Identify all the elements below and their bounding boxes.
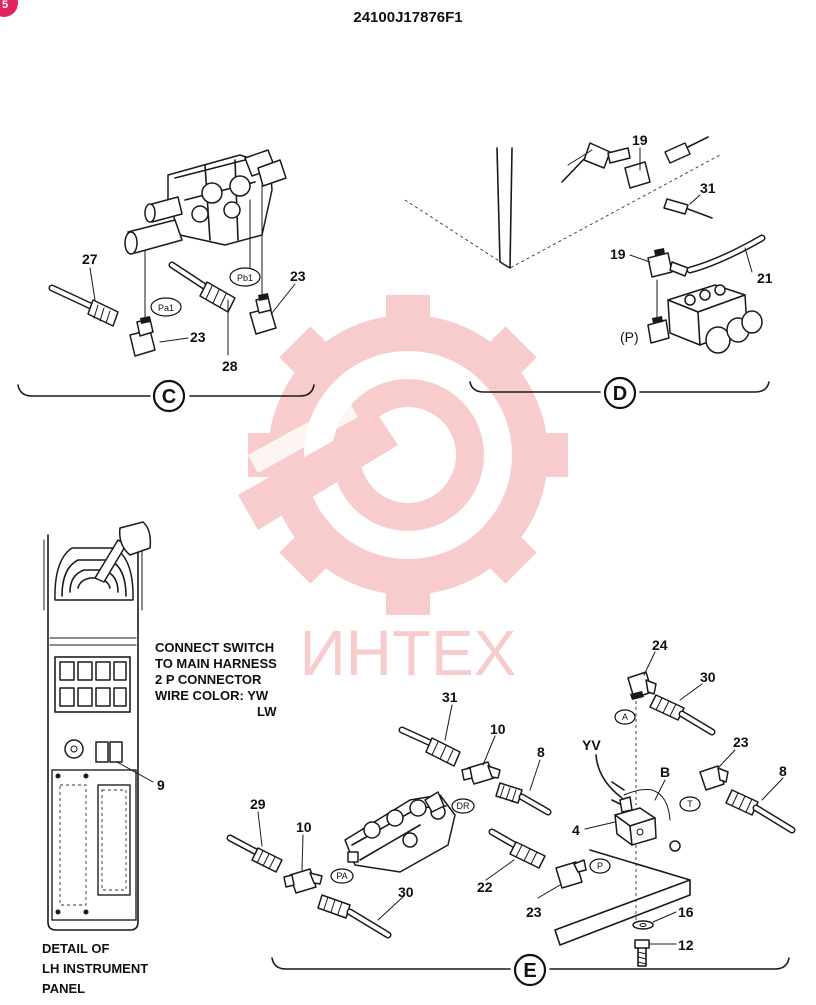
control-valve-e bbox=[344, 791, 456, 873]
panel-note-line-1: CONNECT SWITCH bbox=[155, 640, 274, 655]
part-number-10-lower: 10 bbox=[296, 819, 312, 835]
elbow-fitting-24 bbox=[627, 671, 657, 700]
hose-27 bbox=[48, 284, 119, 327]
panel-note-line-5: LW bbox=[257, 704, 277, 719]
svg-text:E: E bbox=[523, 960, 536, 982]
drawing-code: 24100J17876F1 bbox=[353, 9, 462, 26]
distribution-block-4 bbox=[614, 796, 681, 852]
hose-8-right bbox=[725, 789, 796, 834]
panel-caption-line-1: DETAIL OF bbox=[42, 941, 109, 956]
view-label-e: E bbox=[513, 953, 547, 987]
svg-text:PA: PA bbox=[336, 871, 347, 881]
hose-30-lower bbox=[317, 894, 392, 939]
view-label-c: C bbox=[152, 379, 186, 413]
fitting-19-lower bbox=[647, 234, 766, 278]
svg-text:T: T bbox=[687, 799, 693, 809]
part-number-31-d: 31 bbox=[700, 180, 716, 196]
panel-caption-line-2: LH INSTRUMENT bbox=[42, 961, 148, 976]
view-d: 19 31 19 21 (P) D bbox=[404, 132, 773, 410]
elbow-fitting-23-e-lower bbox=[555, 859, 587, 889]
corner-badge: 5 bbox=[0, 0, 18, 17]
connector-switch-9 bbox=[95, 741, 123, 763]
watermark-text: ИНТЕХ bbox=[300, 617, 517, 689]
part-number-4: 4 bbox=[572, 822, 580, 838]
view-label-d: D bbox=[603, 376, 637, 410]
hose-29 bbox=[226, 834, 283, 873]
port-label-p: (P) bbox=[620, 329, 639, 345]
corner-badge-text: 5 bbox=[2, 0, 8, 11]
wire-label-yv: YV bbox=[582, 737, 601, 753]
part-number-27: 27 bbox=[82, 251, 98, 267]
valve-block-d bbox=[647, 279, 763, 354]
lh-instrument-panel: 9 CONNECT SWITCH TO MAIN HARNESS 2 P CON… bbox=[42, 521, 277, 996]
part-number-24: 24 bbox=[652, 637, 668, 653]
svg-text:C: C bbox=[162, 386, 176, 408]
indicator-switch-grid bbox=[54, 656, 131, 713]
bolt-12 bbox=[634, 939, 650, 967]
part-number-19-upper: 19 bbox=[632, 132, 648, 148]
elbow-fitting-23-lower bbox=[129, 316, 156, 357]
wire-label-b: B bbox=[660, 764, 670, 780]
hose-31 bbox=[398, 726, 461, 767]
part-number-21: 21 bbox=[757, 270, 773, 286]
elbow-fitting-23-upper bbox=[249, 293, 277, 335]
part-number-28: 28 bbox=[222, 358, 238, 374]
part-number-23-e-lower: 23 bbox=[526, 904, 542, 920]
elbow-fitting-23-e-upper bbox=[699, 765, 729, 791]
part-number-30-lower: 30 bbox=[398, 884, 414, 900]
port-tag-a: A bbox=[614, 709, 636, 725]
part-number-8-right: 8 bbox=[779, 763, 787, 779]
port-tag-pa1: Pa1 bbox=[150, 297, 182, 317]
port-tag-pa: PA bbox=[330, 868, 354, 884]
part-number-19-lower: 19 bbox=[610, 246, 626, 262]
part-number-9: 9 bbox=[157, 777, 165, 793]
tee-fitting-10-lower bbox=[283, 868, 323, 894]
panel-note-line-2: TO MAIN HARNESS bbox=[155, 656, 277, 671]
part-number-23-upper: 23 bbox=[290, 268, 306, 284]
port-tag-dr: DR bbox=[451, 798, 475, 814]
part-number-16: 16 bbox=[678, 904, 694, 920]
port-tag-t: T bbox=[679, 796, 701, 812]
svg-text:P: P bbox=[597, 861, 603, 871]
part-number-10-upper: 10 bbox=[490, 721, 506, 737]
view-c: Pa1 Pb1 27 23 28 23 C bbox=[17, 149, 315, 413]
port-tag-pb1: Pb1 bbox=[229, 267, 261, 287]
svg-text:Pb1: Pb1 bbox=[237, 273, 253, 283]
panel-caption-line-3: PANEL bbox=[42, 981, 85, 996]
svg-text:A: A bbox=[622, 712, 628, 722]
washer-16 bbox=[632, 920, 654, 930]
part-number-22: 22 bbox=[477, 879, 493, 895]
part-number-29: 29 bbox=[250, 796, 266, 812]
part-number-12: 12 bbox=[678, 937, 694, 953]
port-tag-p: P bbox=[589, 858, 611, 874]
hose-30-upper bbox=[649, 694, 716, 736]
part-number-8-left: 8 bbox=[537, 744, 545, 760]
part-number-23-e-upper: 23 bbox=[733, 734, 749, 750]
panel-note-line-3: 2 P CONNECTOR bbox=[155, 672, 262, 687]
svg-text:DR: DR bbox=[457, 801, 470, 811]
fitting-assembly-d-upper bbox=[561, 136, 713, 219]
svg-text:D: D bbox=[613, 383, 627, 405]
view-e: DR PA bbox=[226, 637, 796, 987]
control-valve-c bbox=[124, 149, 287, 321]
part-number-23-lower: 23 bbox=[190, 329, 206, 345]
svg-text:Pa1: Pa1 bbox=[158, 303, 174, 313]
hose-22 bbox=[488, 828, 546, 869]
part-number-31-e: 31 bbox=[442, 689, 458, 705]
hose-8-left bbox=[495, 782, 552, 816]
hose-28 bbox=[168, 261, 236, 313]
key-switch bbox=[64, 739, 84, 759]
panel-note-line-4: WIRE COLOR: YW bbox=[155, 688, 269, 703]
part-number-30-upper: 30 bbox=[700, 669, 716, 685]
tee-fitting-10-upper bbox=[461, 761, 501, 785]
watermark-logo: ИНТЕХ bbox=[238, 295, 568, 689]
